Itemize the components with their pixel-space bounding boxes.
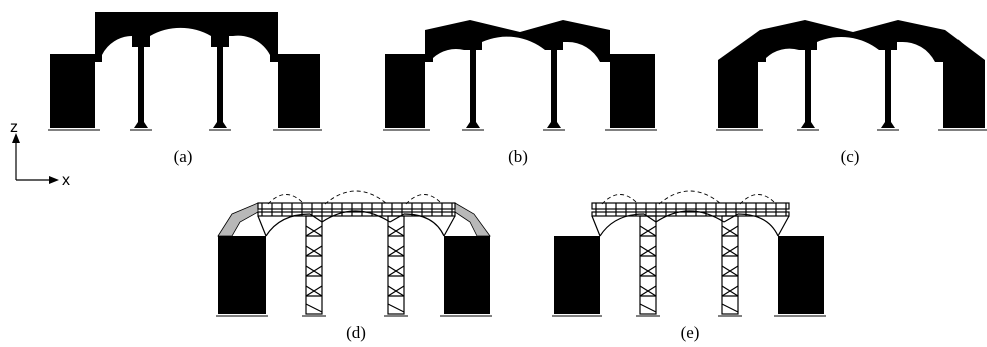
- panel-d-arches: [257, 210, 456, 237]
- panel-c-structure: [718, 20, 985, 128]
- panel-b-label: (b): [508, 147, 528, 166]
- panel-e-tower-left: [639, 215, 657, 315]
- panel-e-abutment-right: [778, 236, 824, 314]
- panel-b-structure: [385, 20, 655, 128]
- panel-e: (e): [552, 190, 826, 342]
- panel-e-abutment-left: [554, 236, 600, 314]
- x-axis-arrow: [49, 176, 59, 184]
- panel-c-wedge-lines: [729, 39, 976, 56]
- panel-d-label: (d): [346, 323, 366, 342]
- axis-indicator: z x: [10, 119, 70, 189]
- z-axis-label: z: [10, 119, 18, 136]
- panel-d-abutment-left: [218, 236, 266, 314]
- panel-e-label: (e): [681, 323, 700, 342]
- panel-a-structure: [50, 12, 320, 128]
- panel-d-grey-wedge-left: [217, 202, 259, 237]
- panel-e-dashed-domes: [601, 190, 777, 205]
- panel-a-label: (a): [174, 147, 193, 166]
- panel-d-tower-right: [387, 215, 405, 315]
- panel-e-tower-right: [721, 215, 739, 315]
- panel-c-label: (c): [841, 147, 860, 166]
- panel-e-arches: [591, 210, 790, 237]
- panel-d-dashed-domes: [267, 190, 443, 205]
- panel-d-scaffold-top: [257, 202, 456, 217]
- panel-c: (c): [716, 20, 987, 166]
- panel-d-abutment-right: [444, 236, 490, 314]
- x-axis-label: x: [62, 172, 70, 189]
- panel-e-scaffold-top: [591, 202, 790, 217]
- panel-d-tower-left: [305, 215, 323, 315]
- panel-a: (a): [48, 12, 322, 166]
- panel-d: (d): [216, 190, 492, 342]
- panel-d-grey-wedge-right: [454, 202, 491, 237]
- z-axis-arrow: [12, 133, 20, 143]
- panel-b: (b): [383, 20, 657, 166]
